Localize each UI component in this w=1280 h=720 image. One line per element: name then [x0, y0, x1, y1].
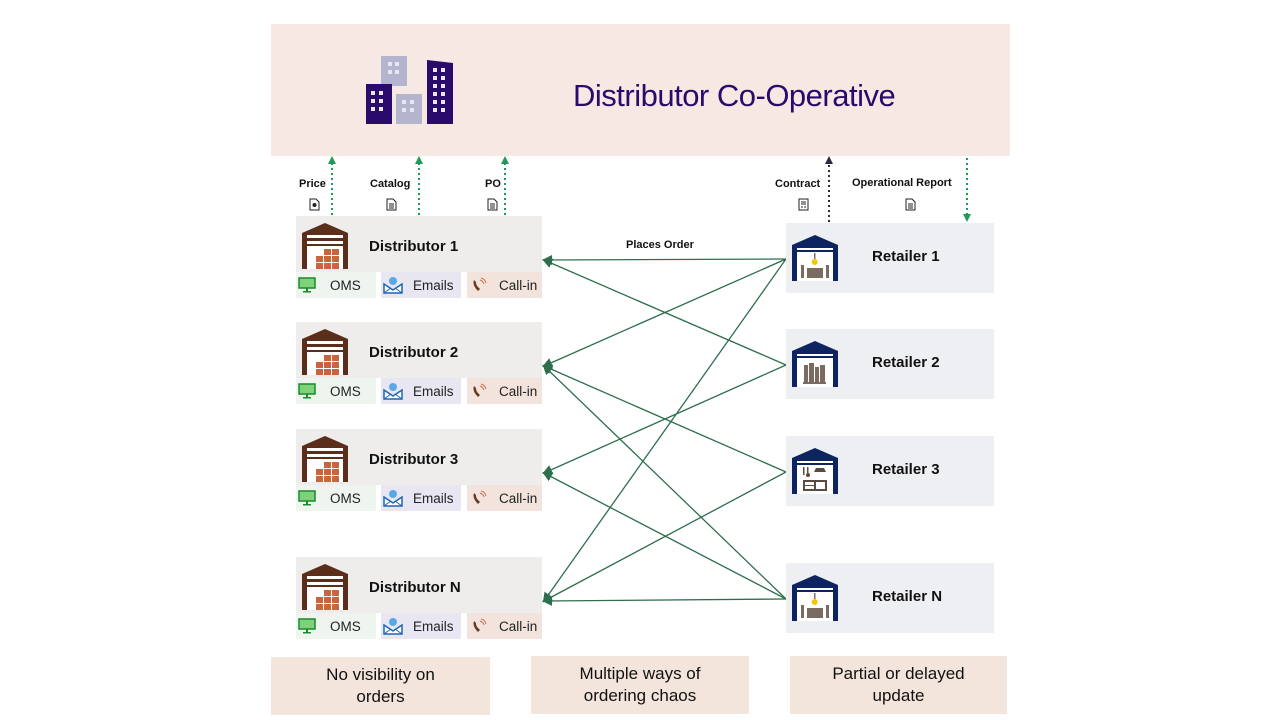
- order-link-R1-D2: [542, 258, 787, 368]
- email-icon: [383, 277, 403, 294]
- channel-emails: Emails: [381, 485, 461, 511]
- phone-icon: [473, 383, 487, 397]
- retailer-name: Retailer N: [872, 588, 943, 605]
- email-icon: [383, 490, 403, 507]
- kitchen-store-icon: [792, 448, 838, 494]
- distributor-card[interactable]: Distributor N OMS Emails Call-in: [296, 557, 542, 641]
- report-document-icon: [905, 198, 916, 211]
- warehouse-icon: [302, 329, 348, 375]
- warehouse-icon: [302, 564, 348, 610]
- price-document-icon: [309, 198, 320, 211]
- order-link-RN-D2: [542, 364, 787, 600]
- order-link-R2-D3: [542, 364, 787, 475]
- warehouse-icon: [302, 436, 348, 482]
- retailer-name: Retailer 1: [872, 248, 940, 265]
- channel-oms: OMS: [296, 272, 376, 298]
- phone-icon: [473, 277, 487, 291]
- email-icon: [383, 383, 403, 400]
- monitor-icon: [298, 277, 316, 293]
- retailer-card[interactable]: Retailer N: [786, 563, 994, 633]
- distributor-card[interactable]: Distributor 3 OMS Emails Call-in: [296, 429, 542, 513]
- price-label: Price: [299, 178, 326, 190]
- furniture-store-icon: [792, 235, 838, 281]
- po-label: PO: [485, 178, 501, 190]
- channel-emails: Emails: [381, 272, 461, 298]
- channel-emails: Emails: [381, 613, 461, 639]
- distributor-name: Distributor 1: [369, 238, 459, 255]
- retailer-card[interactable]: Retailer 2: [786, 329, 994, 399]
- retailer-card[interactable]: Retailer 3: [786, 436, 994, 506]
- order-link-R1-D1: [542, 254, 787, 265]
- city-buildings-icon: [366, 56, 453, 124]
- contract-document-icon: [798, 198, 809, 211]
- monitor-icon: [298, 618, 316, 634]
- channel-call-in: Call-in: [467, 485, 542, 511]
- distributor-name: Distributor 3: [369, 451, 459, 468]
- furniture-store-icon: [792, 575, 838, 621]
- order-link-R3-D2: [542, 364, 787, 473]
- channel-oms: OMS: [296, 378, 376, 404]
- order-link-R1-DN: [542, 258, 787, 603]
- bookstore-icon: [792, 341, 838, 387]
- co-operative-title: Distributor Co-Operative: [573, 78, 896, 113]
- channel-oms: OMS: [296, 613, 376, 639]
- monitor-icon: [298, 490, 316, 506]
- distributor-name: Distributor 2: [369, 344, 459, 361]
- problem-note-delayed-update: Partial or delayed update: [790, 656, 1007, 714]
- operational-report-label: Operational Report: [852, 177, 952, 189]
- phone-icon: [473, 618, 487, 632]
- order-link-R2-D1: [542, 258, 787, 366]
- po-document-icon: [487, 198, 498, 211]
- email-icon: [383, 618, 403, 635]
- channel-call-in: Call-in: [467, 378, 542, 404]
- catalog-label: Catalog: [370, 178, 411, 190]
- distributor-name: Distributor N: [369, 579, 461, 596]
- catalog-document-icon: [386, 198, 397, 211]
- contract-label: Contract: [775, 178, 821, 190]
- retailer-name: Retailer 2: [872, 354, 940, 371]
- order-link-R3-DN: [542, 471, 787, 602]
- order-link-RN-D3: [542, 472, 787, 600]
- channel-emails: Emails: [381, 378, 461, 404]
- channel-call-in: Call-in: [467, 613, 542, 639]
- phone-icon: [473, 490, 487, 504]
- order-link-RN-DN: [542, 595, 787, 606]
- channel-call-in: Call-in: [467, 272, 542, 298]
- warehouse-icon: [302, 223, 348, 269]
- distributor-card[interactable]: Distributor 2 OMS Emails Call-in: [296, 322, 542, 406]
- problem-note-ordering-chaos: Multiple ways of ordering chaos: [531, 656, 749, 714]
- channel-oms: OMS: [296, 485, 376, 511]
- places-order-label: Places Order: [626, 239, 694, 251]
- retailer-card[interactable]: Retailer 1: [786, 223, 994, 293]
- co-operative-banner: [271, 24, 1010, 156]
- retailer-name: Retailer 3: [872, 461, 940, 478]
- problem-note-visibility: No visibility on orders: [271, 657, 490, 715]
- monitor-icon: [298, 383, 316, 399]
- distributor-card[interactable]: Distributor 1 OMS Emails Call-in: [296, 216, 542, 300]
